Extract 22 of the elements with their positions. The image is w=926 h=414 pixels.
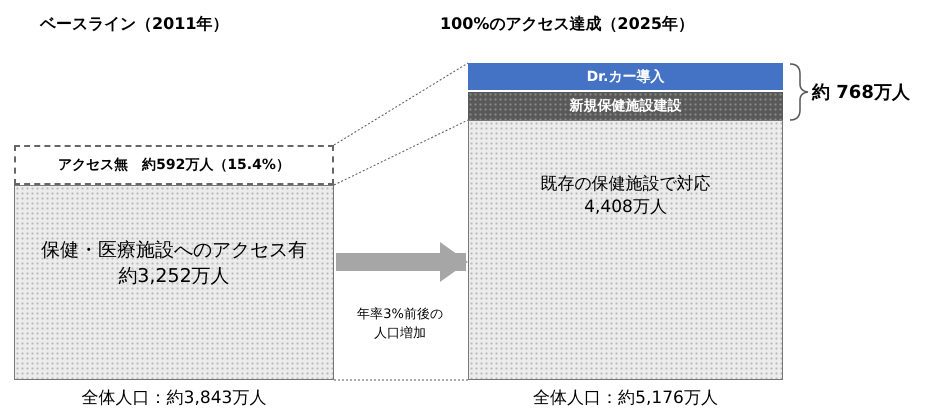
segment-label: 約592万人（15.4%） <box>142 156 290 174</box>
segment-label: 約3,252万人 <box>118 264 230 288</box>
panel-title: ベースライン（2011年） <box>40 14 229 35</box>
arrow <box>336 242 468 282</box>
bar-segment <box>468 63 783 90</box>
total-population-label: 全体人口：約3,843万人 <box>80 387 268 409</box>
projection-line <box>334 62 468 146</box>
segment-box <box>14 145 334 185</box>
panel-title: 100%のアクセス達成（2025年） <box>440 14 694 35</box>
bar-segment <box>468 92 783 120</box>
projection-line <box>334 120 468 186</box>
segment-label: 保健・医療施設へのアクセス有 <box>41 238 307 262</box>
total-population-label: 全体人口：約5,176万人 <box>532 387 719 409</box>
segment-box <box>14 185 334 380</box>
segment-label: Dr.カー導入 <box>586 68 664 86</box>
segment-label: 既存の保健施設で対応 <box>540 173 710 195</box>
segment-box <box>468 120 783 380</box>
segment-label: 新規保健施設建設 <box>570 97 682 115</box>
segment-label: アクセス無 <box>58 156 128 174</box>
segment-label: 4,408万人 <box>584 196 667 218</box>
edge-label: 年率3%前後の人口増加 <box>356 306 444 343</box>
brace-label: 約 768万人 <box>812 81 910 104</box>
